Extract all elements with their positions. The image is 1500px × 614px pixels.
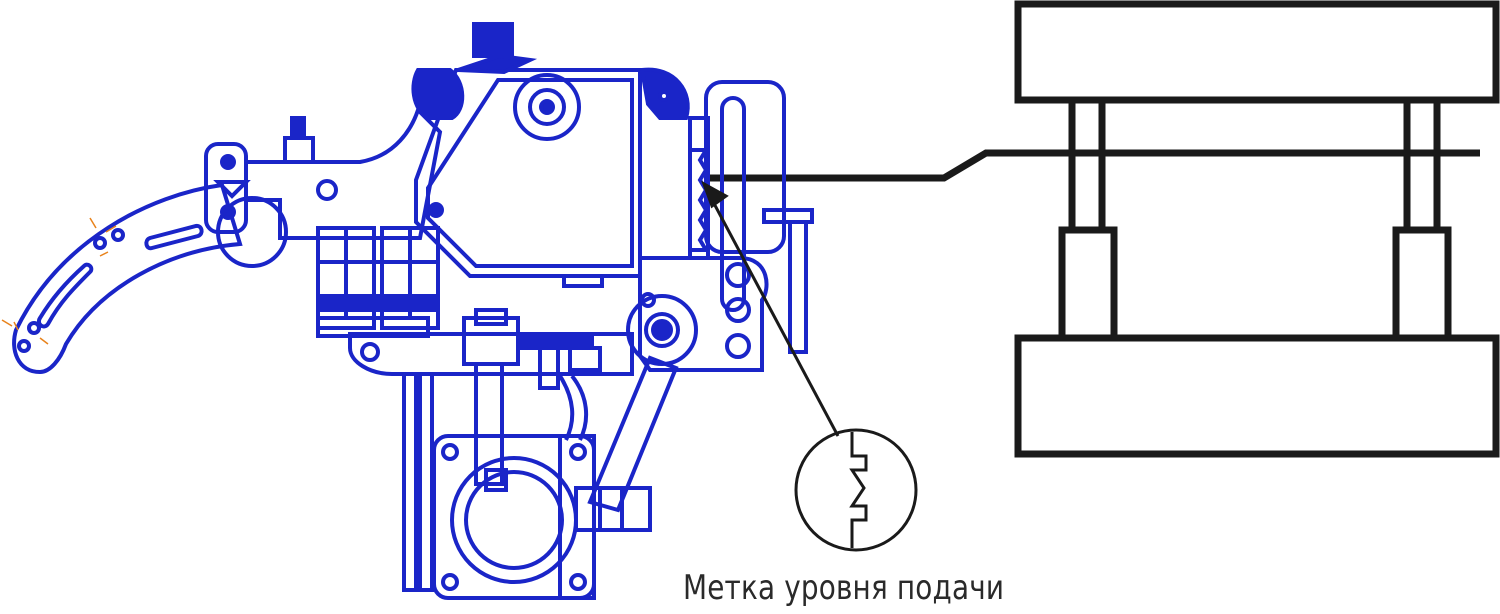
gear-housing-bolt: [569, 573, 587, 591]
arm-slot-1: [144, 223, 204, 251]
plate-hole: [725, 297, 751, 323]
plate-hole: [725, 262, 751, 288]
roller-block-band: [316, 260, 440, 298]
gear-housing-bolt: [569, 443, 587, 461]
gear-key: [484, 468, 508, 492]
feeder-body: [244, 22, 814, 600]
support-column-left-2: [418, 372, 434, 592]
support-column-left: [402, 372, 418, 592]
guide-bushing-right: [1392, 226, 1452, 342]
release-wheel-hub: [651, 319, 673, 341]
detail-callout: [701, 180, 918, 552]
bottom-tab: [562, 274, 604, 288]
main-plate-inner: [426, 78, 634, 268]
guide-frame-slot: [720, 96, 746, 312]
guide-post-left: [1068, 96, 1106, 234]
right-pin: [658, 90, 670, 102]
plate-hole: [725, 333, 751, 359]
arm-slot-2: [37, 262, 94, 329]
main-plate-pin: [428, 202, 444, 218]
callout-rack-detail: [849, 432, 868, 548]
feed-level-mark-label: Метка уровня подачи: [683, 568, 1005, 608]
callout-circle: [794, 428, 918, 552]
adjustment-marks: [1, 217, 117, 345]
drive-roller-center: [539, 99, 555, 115]
rear-plate-hole: [316, 179, 338, 201]
top-clamp-left: [411, 68, 465, 120]
cable: [570, 374, 589, 441]
arm-curved-plate: [12, 182, 243, 375]
gear-housing: [432, 434, 596, 600]
arm-hole: [27, 321, 41, 335]
lower-right-plate: [638, 256, 769, 372]
arm-bracket-link: [213, 180, 251, 199]
callout-arrowhead: [701, 180, 729, 209]
lower-die-plate: [1014, 334, 1500, 458]
arm-pin-upper: [220, 154, 236, 170]
guide-bushing-left: [1058, 226, 1118, 342]
callout-leader: [708, 195, 840, 437]
release-wheel-ring: [644, 312, 680, 348]
sensor-box: [538, 346, 560, 390]
link-clamp-inner: [598, 486, 624, 532]
column-stem: [474, 362, 504, 486]
cable: [558, 374, 575, 441]
guide-post-right: [1403, 96, 1441, 234]
drive-roller-outer: [513, 73, 581, 141]
press-die-set: [1014, 0, 1500, 458]
rack-teeth: [688, 148, 710, 252]
top-screw: [283, 136, 315, 164]
roller-block-strip: [316, 298, 440, 312]
gear-ring-inner: [464, 470, 564, 570]
wheel-pin: [640, 292, 656, 308]
arm-hole: [17, 339, 31, 353]
diagonal-link: [587, 355, 679, 513]
drive-roller-ring: [528, 88, 566, 126]
arm-hole: [93, 236, 107, 250]
top-block: [472, 22, 514, 58]
upper-die-plate: [1014, 0, 1500, 104]
top-cap: [457, 53, 538, 75]
gear-cover-plate: [558, 434, 596, 600]
side-rod: [788, 220, 808, 354]
rear-plate: [244, 106, 443, 240]
gear-ring-outer: [450, 456, 578, 584]
lower-housing: [348, 332, 634, 376]
sensor-bar: [520, 332, 594, 350]
strip-material: [704, 149, 1480, 182]
sensor-box-2: [568, 346, 602, 372]
gear-housing-bolt: [441, 443, 459, 461]
arm-hole: [111, 228, 125, 242]
top-screw-head: [290, 116, 306, 140]
housing-block-top: [474, 308, 508, 326]
lower-housing-hole: [360, 342, 380, 362]
gear-housing-bolt: [441, 573, 459, 591]
